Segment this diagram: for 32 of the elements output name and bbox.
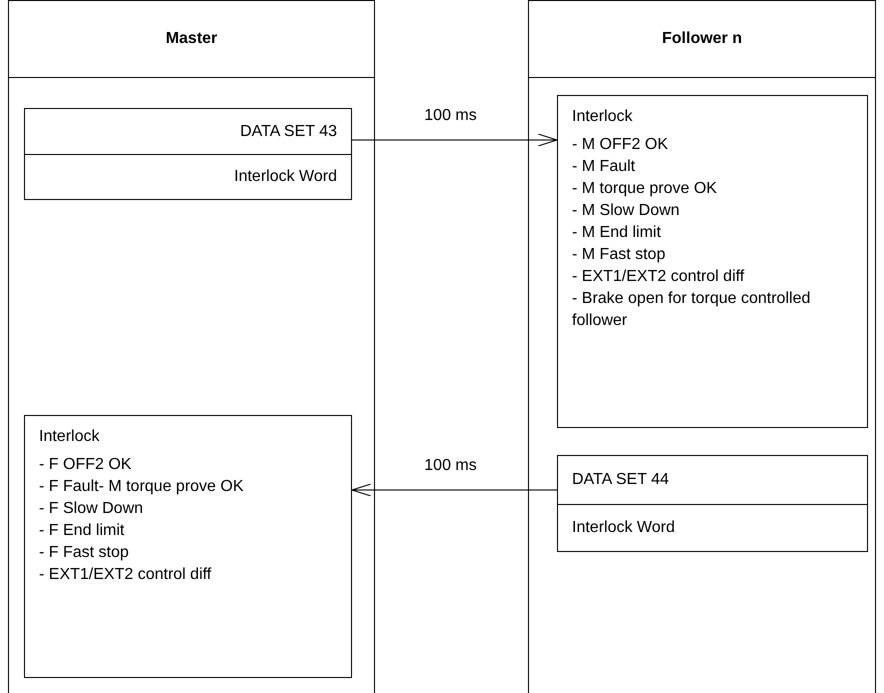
list-item: - EXT1/EXT2 control diff: [39, 565, 212, 585]
list-item: - M Slow Down: [572, 201, 681, 221]
arrow: [352, 484, 558, 496]
column-heading: Master: [166, 30, 218, 48]
list-item: - F End limit: [39, 521, 126, 541]
list-item: - M torque prove OK: [572, 179, 718, 199]
field-label: Interlock Word: [234, 167, 337, 187]
column-panel: [8, 0, 375, 693]
field-label: Interlock Word: [572, 518, 675, 538]
list-item: - F OFF2 OK: [39, 455, 132, 475]
list-item: - F Slow Down: [39, 499, 144, 519]
edge-label: 100 ms: [424, 456, 477, 476]
list-item: - M End limit: [572, 223, 662, 243]
data-box: [24, 415, 352, 678]
column-panel: [528, 0, 876, 693]
list-heading: Interlock: [39, 427, 100, 447]
field-label: DATA SET 43: [240, 122, 337, 142]
column-heading: Follower n: [662, 30, 742, 48]
data-box: [557, 95, 868, 428]
list-item: - F Fast stop: [39, 543, 130, 563]
arrow: [352, 134, 558, 146]
edge-label: 100 ms: [424, 106, 477, 126]
list-item: - Brake open for torque controlled follower: [572, 289, 812, 331]
list-item: - EXT1/EXT2 control diff: [572, 267, 746, 287]
list-item: - M OFF2 OK: [572, 135, 669, 155]
list-heading: Interlock: [572, 107, 634, 127]
list-item: - M Fast stop: [572, 245, 666, 265]
data-box: [557, 455, 868, 552]
field-label: DATA SET 44: [572, 470, 669, 490]
list-item: - M Fault: [572, 157, 636, 177]
data-box: [24, 108, 352, 200]
list-item: - F Fault- M torque prove OK: [39, 477, 245, 497]
